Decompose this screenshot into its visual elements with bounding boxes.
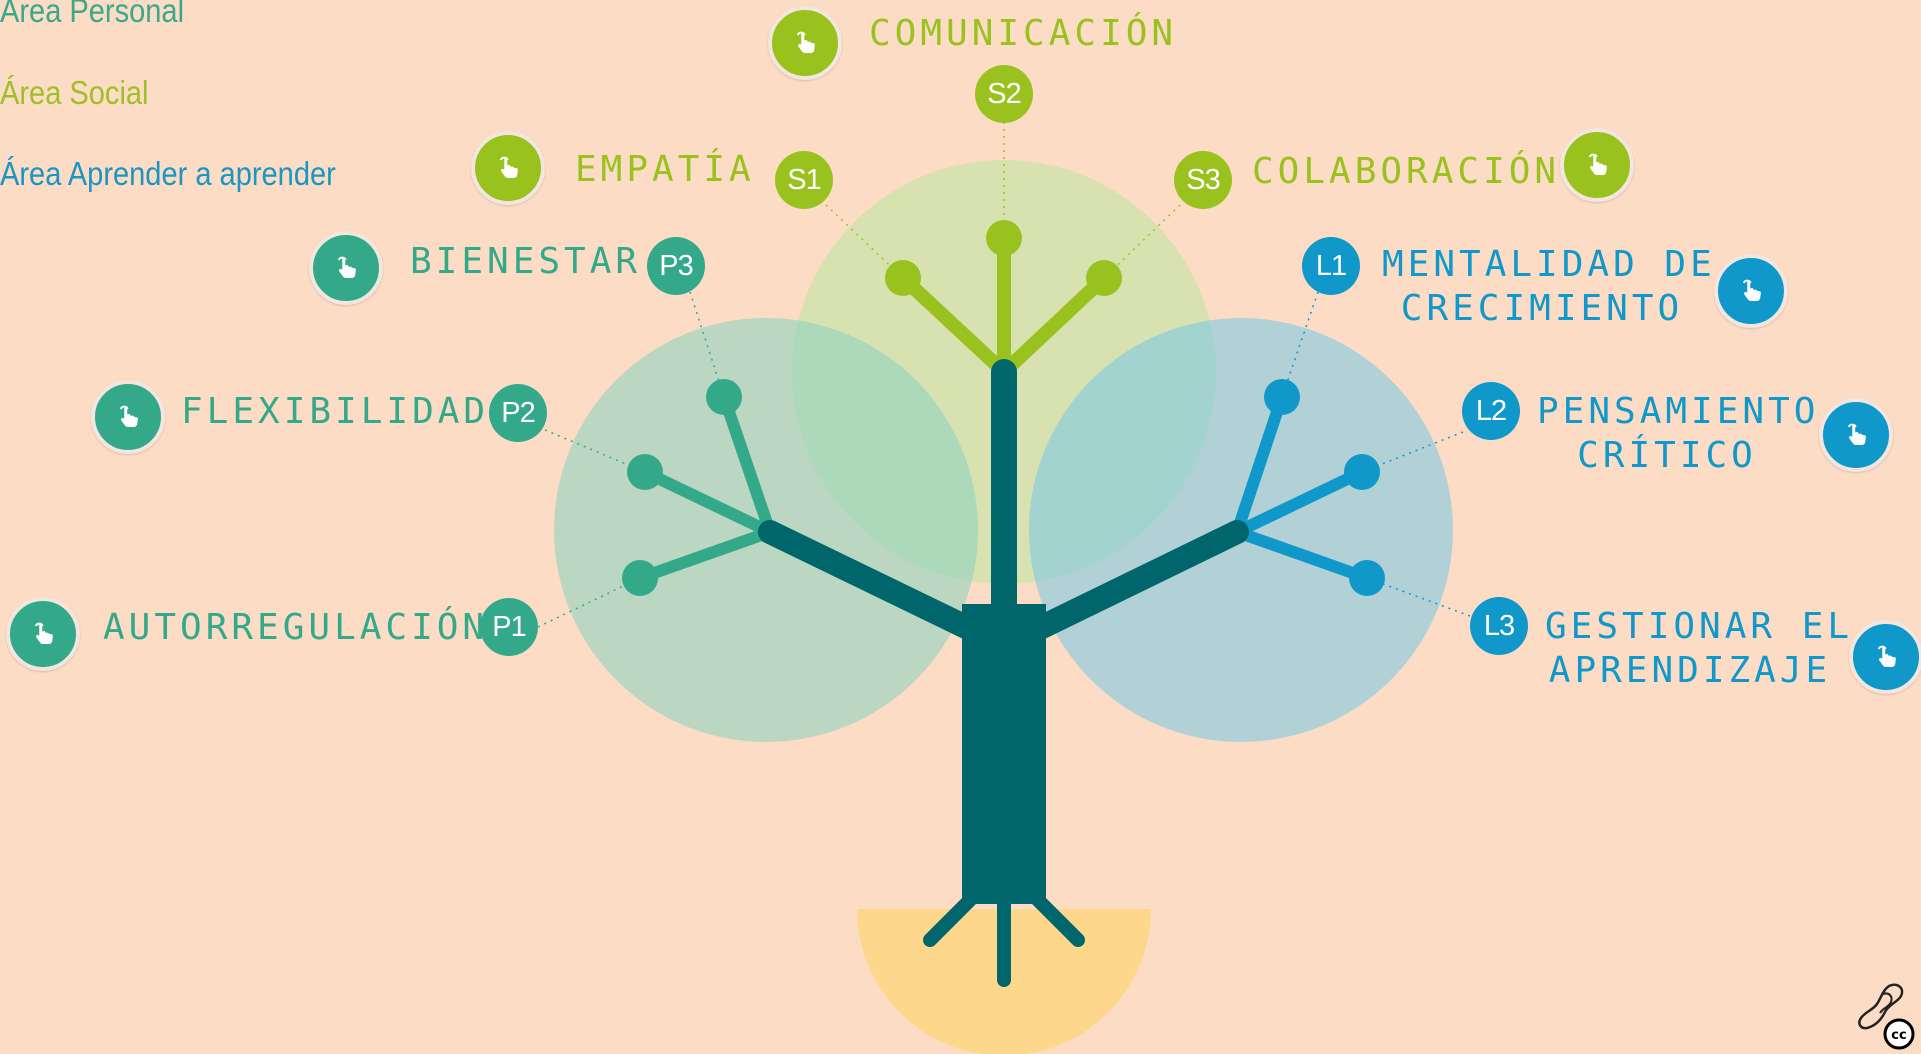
hand-pointer-icon [1742,279,1761,302]
flexibilidad-button[interactable] [91,380,165,454]
pensamiento-button[interactable] [1819,398,1893,472]
hand-pointer-icon [119,405,138,428]
skill-label-pensamiento-line2: CRÍTICO [1577,435,1757,476]
hand-pointer-icon [499,156,518,179]
gestionar-button[interactable] [1849,620,1921,694]
skill-label-mentalidad: MENTALIDAD DE CRECIMIENTO [1382,243,1716,331]
comunicacion-button[interactable] [768,6,842,80]
skill-label-pensamiento-line1: PENSAMIENTO [1537,391,1820,432]
skill-label-comunicacion: COMUNICACIÓN [869,13,1178,54]
skill-label-pensamiento: PENSAMIENTO CRÍTICO [1537,390,1820,478]
badge-s2: S2 [975,65,1033,123]
badge-p2: P2 [489,384,547,442]
badge-s3: S3 [1174,151,1232,209]
badge-l2: L2 [1462,382,1520,440]
skill-label-flexibilidad: FLEXIBILIDAD [181,391,490,432]
skill-label-mentalidad-line1: MENTALIDAD DE [1382,244,1716,285]
hand-pointer-icon [337,256,356,279]
badge-s1: S1 [775,151,833,209]
svg-text:cc: cc [1891,1028,1906,1043]
legend-learn: Área Aprender a aprender [0,155,336,192]
hand-pointer-icon [1588,153,1607,176]
autorregulacion-button[interactable] [6,597,80,671]
hand-pointer-icon [34,622,53,645]
badge-l1: L1 [1302,237,1360,295]
creative-commons-icon[interactable]: cc [1855,980,1915,1052]
skill-label-empatia: EMPATÍA [575,149,755,190]
skill-label-autorregulacion: AUTORREGULACIÓN [103,607,489,648]
mentalidad-button[interactable] [1714,254,1788,328]
badge-p3: P3 [647,237,705,295]
legend-personal: Área Personal [0,0,185,29]
badge-p1: P1 [480,598,538,656]
empatia-button[interactable] [471,131,545,205]
badge-l3: L3 [1470,597,1528,655]
hand-pointer-icon [796,31,815,54]
legend-social: Área Social [0,74,149,111]
hand-pointer-icon [1877,645,1896,668]
colaboracion-button[interactable] [1560,128,1634,202]
skill-label-bienestar: BIENESTAR [410,241,642,282]
skill-label-colaboracion: COLABORACIÓN [1252,151,1561,192]
skill-label-gestionar-line1: GESTIONAR EL [1545,606,1854,647]
hand-pointer-icon [1847,423,1866,446]
skill-label-mentalidad-line2: CRECIMIENTO [1400,288,1684,329]
skill-label-gestionar-line2: APRENDIZAJE [1548,650,1832,691]
skill-label-gestionar: GESTIONAR EL APRENDIZAJE [1545,605,1854,693]
bienestar-button[interactable] [309,231,383,305]
